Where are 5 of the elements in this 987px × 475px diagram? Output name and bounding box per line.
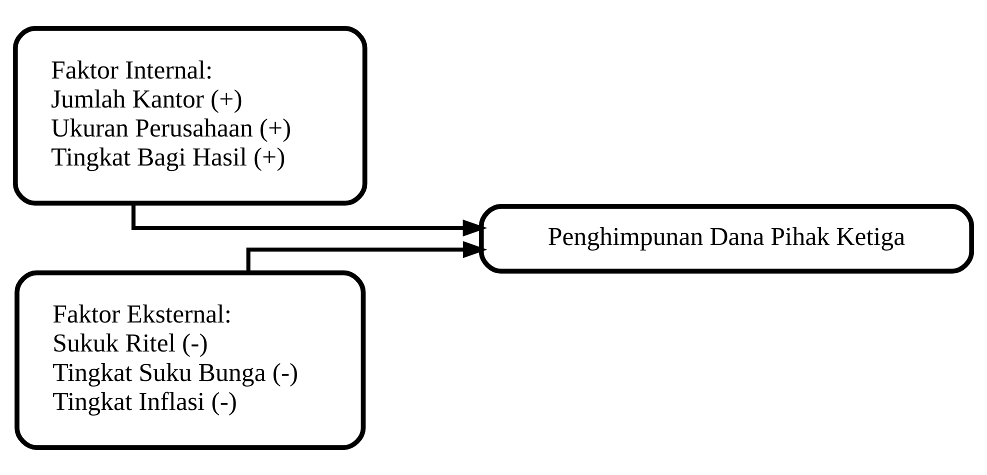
arrow (131, 203, 488, 236)
node-box: Faktor Internal: Jumlah Kantor (+) Ukuran Perusahaan (+) Tingkat Bagi Hasil (+) (12, 26, 368, 206)
node-box: Faktor Eksternal: Sukuk Ritel (-) Tingkat Suku Bunga (-) Tingkat Inflasi (-) (14, 270, 366, 450)
node-box: Penghimpunan Dana Pihak Ketiga (478, 204, 974, 274)
arrow (246, 240, 488, 272)
